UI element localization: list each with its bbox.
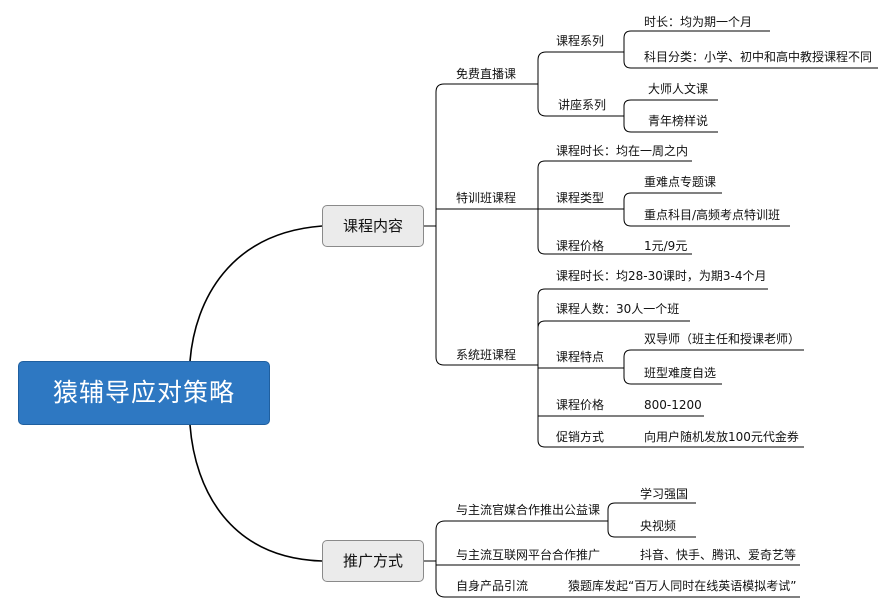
topic-difficulty-choice[interactable]: 班型难度自选 [644, 366, 717, 380]
topic-class-size[interactable]: 课程人数：30人一个班 [556, 302, 680, 316]
topic-voucher[interactable]: 向用户随机发放100元代金券 [644, 430, 799, 444]
topic-xuexi-qiangguo[interactable]: 学习强国 [640, 487, 689, 501]
topic-training-price[interactable]: 课程价格 [556, 239, 605, 253]
branch-promotion[interactable]: 推广方式 [322, 540, 424, 582]
topic-duration-month[interactable]: 时长：均为期一个月 [644, 15, 753, 29]
topic-master-humanities[interactable]: 大师人文课 [648, 82, 709, 96]
topic-course-features[interactable]: 课程特点 [556, 350, 605, 364]
topic-youth-role-model[interactable]: 青年榜样说 [648, 114, 709, 128]
topic-lecture-series[interactable]: 讲座系列 [558, 98, 607, 112]
topic-promotion-method[interactable]: 促销方式 [556, 430, 605, 444]
topic-mock-exam[interactable]: 猿题库发起“百万人同时在线英语模拟考试” [568, 579, 797, 593]
topic-course-series[interactable]: 课程系列 [556, 34, 605, 48]
topic-training-class[interactable]: 特训班课程 [456, 191, 517, 205]
topic-training-price-value[interactable]: 1元/9元 [644, 239, 688, 253]
topic-self-traffic[interactable]: 自身产品引流 [456, 579, 529, 593]
topic-free-live[interactable]: 免费直播课 [456, 67, 517, 81]
topic-training-type[interactable]: 课程类型 [556, 191, 605, 205]
topic-training-duration[interactable]: 课程时长：均在一周之内 [556, 144, 689, 158]
branch-course-content[interactable]: 课程内容 [322, 205, 424, 247]
topic-system-price-value[interactable]: 800-1200 [644, 398, 702, 412]
topic-system-duration[interactable]: 课程时长：均28-30课时，为期3-4个月 [556, 269, 767, 283]
topic-system-class[interactable]: 系统班课程 [456, 348, 517, 362]
topic-dual-teachers[interactable]: 双导师（班主任和授课老师） [644, 332, 801, 346]
topic-subject-category[interactable]: 科目分类：小学、初中和高中教授课程不同 [644, 50, 873, 64]
topic-platform-list[interactable]: 抖音、快手、腾讯、爱奇艺等 [640, 548, 797, 562]
root-topic[interactable]: 猿辅导应对策略 [18, 361, 270, 425]
topic-key-difficulty[interactable]: 重难点专题课 [644, 175, 717, 189]
topic-system-price[interactable]: 课程价格 [556, 398, 605, 412]
topic-key-subject[interactable]: 重点科目/高频考点特训班 [644, 208, 781, 222]
topic-cctv-video[interactable]: 央视频 [640, 519, 677, 533]
topic-internet-platforms[interactable]: 与主流互联网平台合作推广 [456, 548, 601, 562]
topic-official-media[interactable]: 与主流官媒合作推出公益课 [456, 503, 601, 517]
